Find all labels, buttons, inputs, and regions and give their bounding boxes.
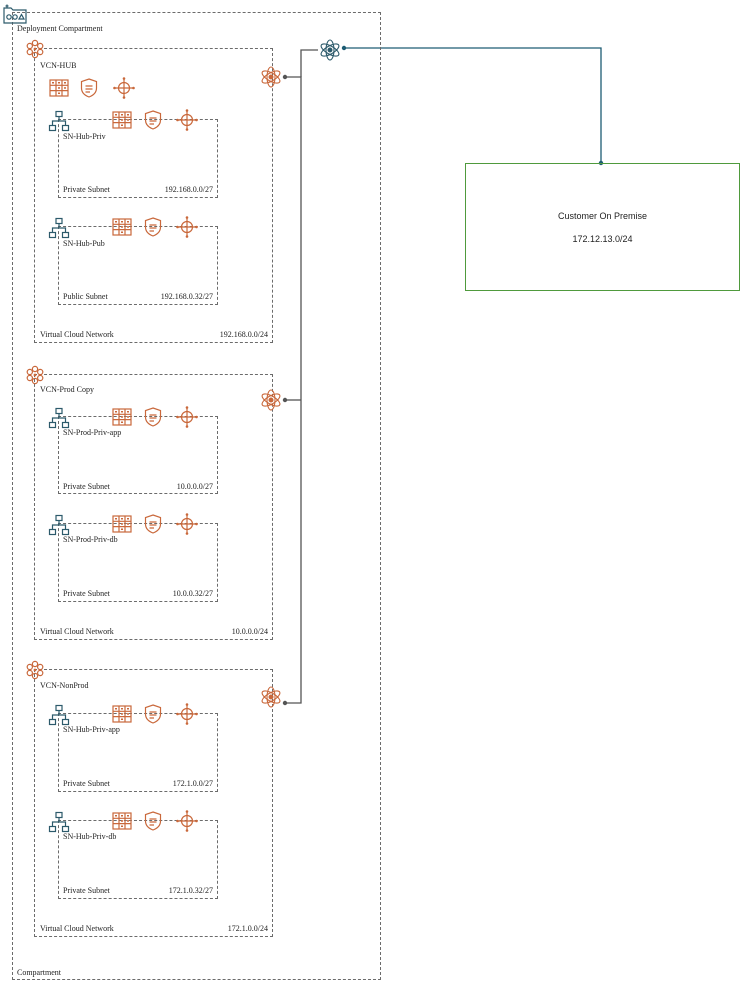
subnet-name: SN-Prod-Priv-app	[63, 428, 122, 437]
compartment-footer: Compartment	[17, 968, 61, 977]
vcn-hub-box	[34, 48, 273, 343]
vcn-cidr: 172.1.0.0/24	[227, 924, 268, 933]
route-table-icon	[112, 111, 132, 129]
subnet-icon	[48, 514, 70, 536]
subnet-box	[58, 226, 218, 305]
security-list-icon	[144, 110, 162, 130]
subnet-icon	[48, 407, 70, 429]
fastconnect-line	[342, 47, 602, 163]
drg-attachment-icon	[259, 388, 283, 412]
drg-attachment-icon	[259, 685, 283, 709]
subnet-name: SN-Hub-Priv	[63, 132, 106, 141]
subnet-cidr: 10.0.0.0/27	[176, 482, 213, 491]
subnet-box	[58, 820, 218, 899]
on-premise-title: Customer On Premise	[557, 211, 648, 221]
subnet-icon	[48, 217, 70, 239]
gateway-icon	[176, 513, 198, 535]
subnet-name: SN-Prod-Priv-db	[63, 535, 118, 544]
subnet-cidr: 192.168.0.32/27	[160, 292, 213, 301]
subnet-type: Private Subnet	[63, 482, 110, 491]
vcn-footer: Virtual Cloud Network	[40, 627, 114, 636]
gateway-icon	[113, 77, 135, 99]
subnet-box	[58, 416, 218, 494]
vcn-nonprod-box	[34, 669, 273, 937]
route-table-icon	[112, 408, 132, 426]
vcn-cidr: 192.168.0.0/24	[219, 330, 268, 339]
compartment-title: Deployment Compartment	[17, 24, 103, 33]
subnet-name: SN-Hub-Priv-db	[63, 832, 117, 841]
vcn-nonprod-port	[282, 700, 288, 706]
subnet-type: Private Subnet	[63, 779, 110, 788]
vcn-hub-attachment	[285, 76, 302, 704]
vcn-hub-port	[282, 74, 288, 80]
gateway-icon	[176, 810, 198, 832]
vcn-footer: Virtual Cloud Network	[40, 330, 114, 339]
vcn-name: VCN-NonProd	[40, 681, 89, 690]
gateway-icon	[176, 109, 198, 131]
security-list-icon	[144, 217, 162, 237]
subnet-cidr: 192.168.0.0/27	[164, 185, 213, 194]
vcn-cidr: 10.0.0.0/24	[231, 627, 268, 636]
route-table-icon	[49, 79, 69, 97]
drg-attachment-line	[300, 49, 318, 77]
on-premise-cidr: 172.12.13.0/24	[572, 234, 633, 244]
deployment-compartment	[12, 12, 381, 980]
subnet-cidr: 10.0.0.32/27	[172, 589, 213, 598]
route-table-icon	[112, 812, 132, 830]
vcn-prod-box	[34, 374, 273, 640]
subnet-name: SN-Hub-Pub	[63, 239, 105, 248]
subnet-box	[58, 119, 218, 198]
drg-attachment-icon	[259, 65, 283, 89]
subnet-name: SN-Hub-Priv-app	[63, 725, 120, 734]
subnet-type: Private Subnet	[63, 589, 110, 598]
vcn-name: VCN-HUB	[40, 61, 77, 70]
security-list-icon	[144, 514, 162, 534]
security-list-icon	[144, 811, 162, 831]
subnet-box	[58, 523, 218, 602]
vcn-icon	[25, 39, 45, 59]
subnet-cidr: 172.1.0.0/27	[172, 779, 213, 788]
subnet-icon	[48, 110, 70, 132]
security-list-icon	[144, 407, 162, 427]
vcn-footer: Virtual Cloud Network	[40, 924, 114, 933]
vcn-icon	[25, 365, 45, 385]
drg-port-right	[341, 45, 347, 51]
security-list-icon	[144, 704, 162, 724]
route-table-icon	[112, 515, 132, 533]
vcn-icon	[25, 660, 45, 680]
drg-icon[interactable]	[318, 38, 342, 62]
subnet-box	[58, 713, 218, 792]
customer-on-premise-box: Customer On Premise 172.12.13.0/24	[465, 163, 740, 291]
security-list-icon	[80, 78, 98, 98]
route-table-icon	[112, 705, 132, 723]
gateway-icon	[176, 216, 198, 238]
compartment-icon	[3, 4, 27, 24]
vcn-name: VCN-Prod Copy	[40, 385, 95, 394]
route-table-icon	[112, 218, 132, 236]
subnet-icon	[48, 704, 70, 726]
subnet-type: Private Subnet	[63, 185, 110, 194]
subnet-icon	[48, 811, 70, 833]
gateway-icon	[176, 406, 198, 428]
subnet-type: Public Subnet	[63, 292, 108, 301]
subnet-type: Private Subnet	[63, 886, 110, 895]
subnet-cidr: 172.1.0.32/27	[168, 886, 213, 895]
vcn-prod-port	[282, 397, 288, 403]
gateway-icon	[176, 703, 198, 725]
